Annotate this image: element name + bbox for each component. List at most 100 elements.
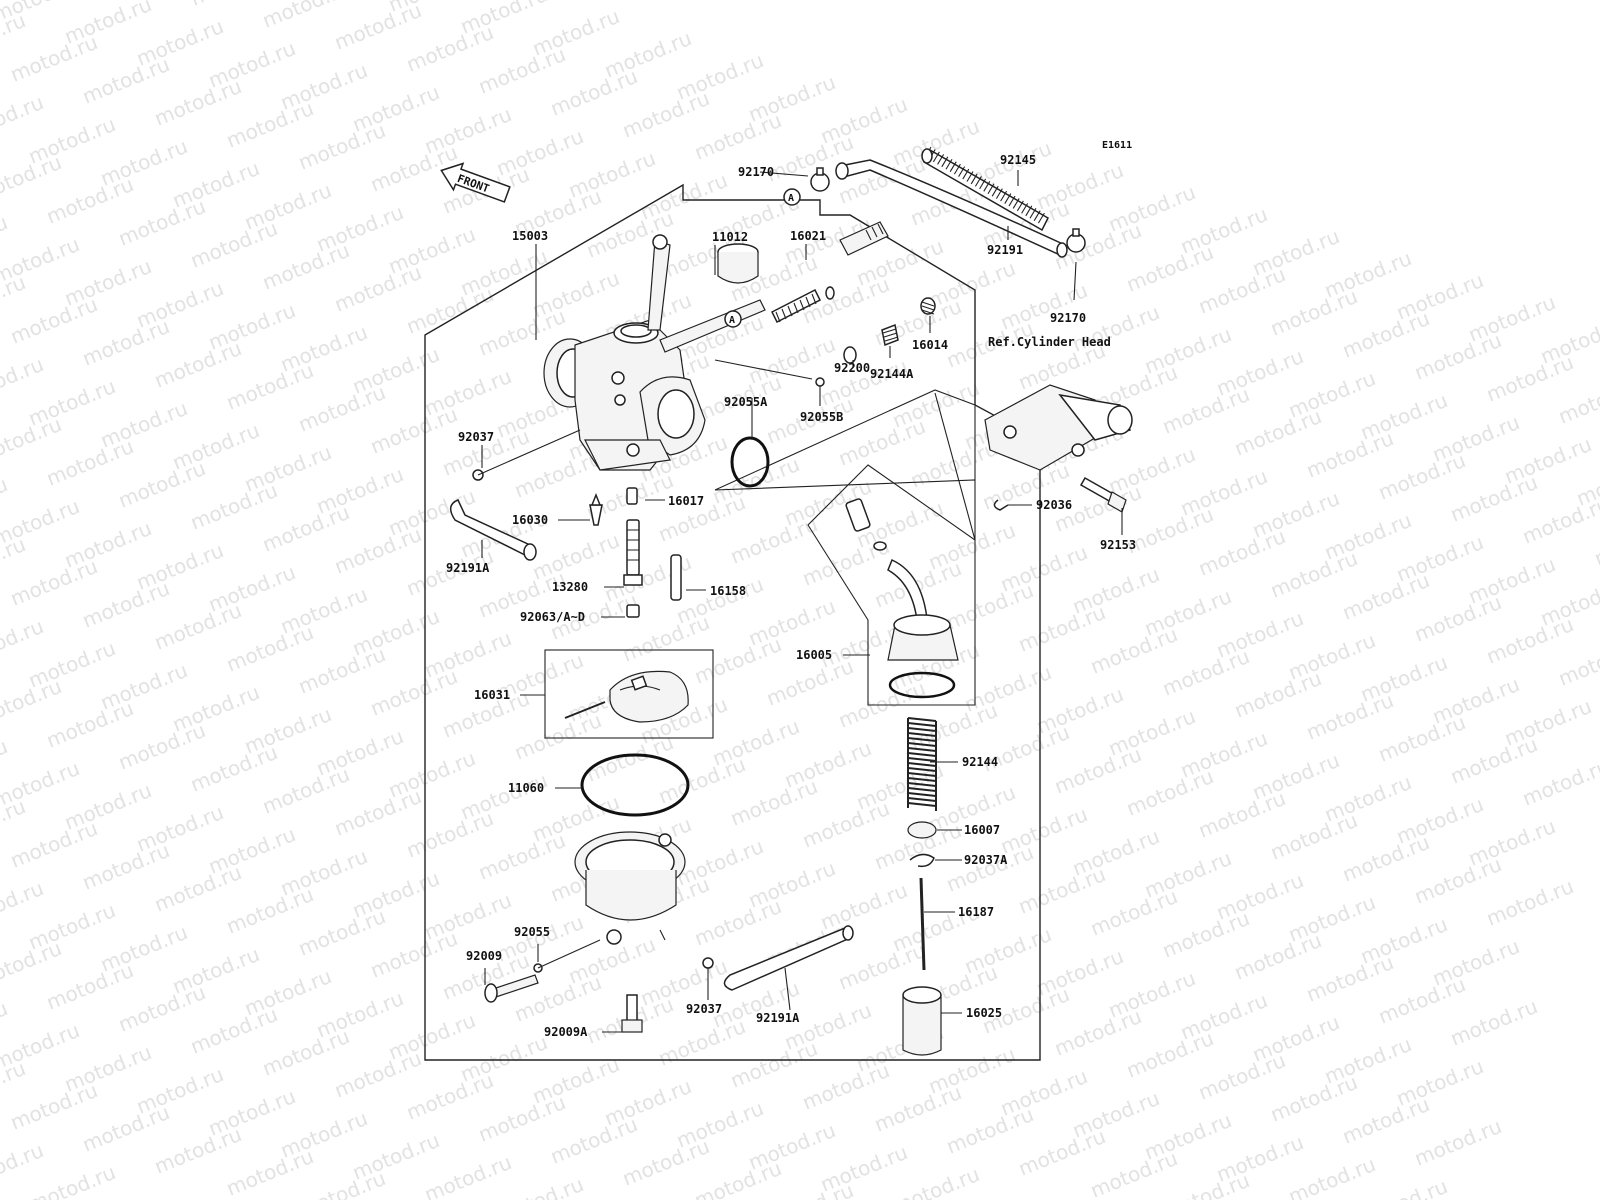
pilot-screw-set-16021 xyxy=(770,221,889,324)
clamp-92170-top xyxy=(810,167,830,192)
float-bowl-cover-group xyxy=(807,464,976,706)
watermark-text: motod.ru xyxy=(367,402,461,459)
watermark-text: motod.ru xyxy=(1123,764,1217,821)
float-valve-needle-16030 xyxy=(589,492,603,526)
watermark-text: motod.ru xyxy=(331,0,425,55)
watermark-text: motod.ru xyxy=(871,1080,965,1137)
watermark-text: motod.ru xyxy=(403,806,497,863)
watermark-text: motod.ru xyxy=(223,358,317,415)
watermark-text: motod.ru xyxy=(43,696,137,753)
watermark-text: motod.ru xyxy=(115,980,209,1037)
label-16030: 16030 xyxy=(512,513,548,527)
watermark-text: motod.ru xyxy=(187,216,281,273)
watermark-text: motod.ru xyxy=(223,1144,317,1200)
label-16021: 16021 xyxy=(790,229,826,243)
watermark-text: motod.ru xyxy=(151,74,245,131)
watermark-text: motod.ru xyxy=(0,876,47,933)
watermark-text: motod.ru xyxy=(1123,502,1217,559)
pilot-jet-16017 xyxy=(626,487,638,505)
watermark-text: motod.ru xyxy=(1231,928,1325,985)
watermark-text: motod.ru xyxy=(115,456,209,513)
watermark-text: motod.ru xyxy=(403,282,497,339)
label-16014: 16014 xyxy=(912,338,948,352)
watermark-text: motod.ru xyxy=(1231,666,1325,723)
washer-92200 xyxy=(843,346,857,364)
watermark-text: motod.ru xyxy=(115,718,209,775)
watermark-text: motod.ru xyxy=(547,1112,641,1169)
watermark-text: motod.ru xyxy=(0,674,65,731)
callout-a-body: A xyxy=(724,310,742,328)
watermark-text: motod.ru xyxy=(1267,284,1361,341)
label-92037-left: 92037 xyxy=(458,430,494,444)
float-subassembly-box xyxy=(544,649,714,739)
watermark-text: motod.ru xyxy=(7,554,101,611)
o-ring-92055B xyxy=(815,377,825,387)
watermark-text: motod.ru xyxy=(943,578,1037,635)
watermark-text: motod.ru xyxy=(1375,710,1469,767)
watermark-text: motod.ru xyxy=(1195,262,1289,319)
label-92170-top: 92170 xyxy=(738,165,774,179)
watermark-text: motod.ru xyxy=(0,150,65,207)
watermark-text: motod.ru xyxy=(1231,404,1325,461)
watermark-text: motod.ru xyxy=(7,292,101,349)
watermark-text: motod.ru xyxy=(619,86,713,143)
watermark-text: motod.ru xyxy=(25,1160,119,1200)
watermark-text: motod.ru xyxy=(0,936,65,993)
watermark-text: motod.ru xyxy=(1195,524,1289,581)
watermark-text: motod.ru xyxy=(0,1056,29,1113)
watermark-text: motod.ru xyxy=(889,1162,983,1200)
label-16031: 16031 xyxy=(474,688,510,702)
watermark-text: motod.ru xyxy=(943,840,1037,897)
label-92144A: 92144A xyxy=(870,367,914,381)
watermark-text: motod.ru xyxy=(1375,972,1469,1029)
clamp-92170-right xyxy=(1066,228,1086,253)
watermark-text: motod.ru xyxy=(43,172,137,229)
jet-needle-16187 xyxy=(919,877,926,971)
watermark-text: motod.ru xyxy=(799,796,893,853)
watermark-text: motod.ru xyxy=(1411,852,1505,909)
watermark-text: motod.ru xyxy=(1303,950,1397,1007)
watermark-text: motod.ru xyxy=(691,108,785,165)
drain-screw-92009 xyxy=(484,974,539,1003)
watermark-text: motod.ru xyxy=(259,500,353,557)
label-11012: 11012 xyxy=(712,230,748,244)
watermark-text: motod.ru xyxy=(1483,612,1577,669)
watermark-text: motod.ru xyxy=(1375,448,1469,505)
clip-92036 xyxy=(993,499,1009,511)
spring-92144A xyxy=(881,323,899,347)
label-92055A: 92055A xyxy=(724,395,768,409)
watermark-text: motod.ru xyxy=(1123,1026,1217,1083)
watermark-text: motod.ru xyxy=(1357,1174,1451,1200)
watermark-text: motod.ru xyxy=(259,0,353,33)
label-92036: 92036 xyxy=(1036,498,1072,512)
holder-16007 xyxy=(907,821,937,839)
starter-jet-16158 xyxy=(670,554,682,601)
watermark-text: motod.ru xyxy=(1087,622,1181,679)
watermark-text: motod.ru xyxy=(763,654,857,711)
watermark-text: motod.ru xyxy=(0,794,29,851)
label-92191: 92191 xyxy=(987,243,1023,257)
label-16017: 16017 xyxy=(668,494,704,508)
watermark-text: motod.ru xyxy=(331,522,425,579)
svg-text:A: A xyxy=(729,315,735,326)
label-16007: 16007 xyxy=(964,823,1000,837)
watermark-text: motod.ru xyxy=(727,774,821,831)
label-92191A-left: 92191A xyxy=(446,561,490,575)
watermark-text: motod.ru xyxy=(43,434,137,491)
label-92009: 92009 xyxy=(466,949,502,963)
label-16025: 16025 xyxy=(966,1006,1002,1020)
label-11060: 11060 xyxy=(508,781,544,795)
watermark-text: motod.ru xyxy=(1267,808,1361,865)
label-92153: 92153 xyxy=(1100,538,1136,552)
watermark-text: motod.ru xyxy=(223,96,317,153)
watermark-text: motod.ru xyxy=(1339,830,1433,887)
watermark-text: motod.ru xyxy=(1195,1048,1289,1105)
watermark-text: motod.ru xyxy=(547,64,641,121)
label-92037-bottom: 92037 xyxy=(686,1002,722,1016)
watermark-text: motod.ru xyxy=(0,90,47,147)
watermark-text: motod.ru xyxy=(835,414,929,471)
spring-92144 xyxy=(907,717,937,811)
watermark-text: motod.ru xyxy=(331,260,425,317)
watermark-text: motod.ru xyxy=(1159,1168,1253,1200)
